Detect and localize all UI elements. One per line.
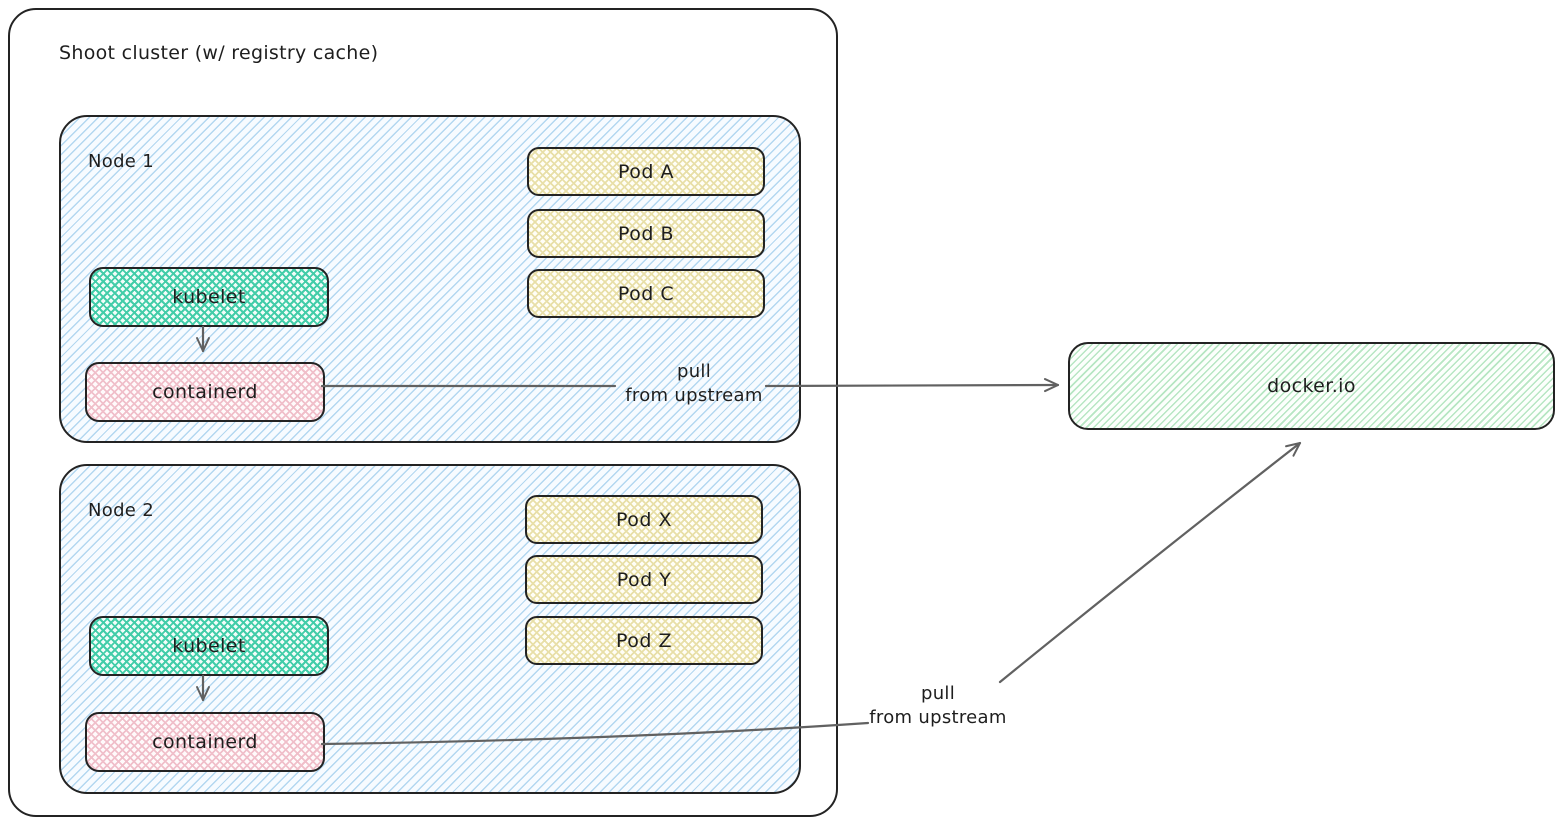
- node-2-pod-x: Pod X: [525, 495, 763, 544]
- node-2-pod-z: Pod Z: [525, 616, 763, 665]
- node-2-label: Node 2: [88, 500, 154, 521]
- node-1-kubelet-box: kubelet: [89, 267, 329, 327]
- registry-docker-io-box: docker.io: [1068, 342, 1555, 430]
- node-1-pod-b: Pod B: [527, 209, 765, 258]
- node-2-containerd-box: containerd: [85, 712, 325, 772]
- node-2-box: Node 2 kubelet containerd Pod X Pod Y Po…: [59, 464, 801, 794]
- edge-label-node1-pull: pull from upstream: [625, 361, 763, 406]
- shoot-cluster-box: Shoot cluster (w/ registry cache) Node 1…: [8, 8, 838, 817]
- node-1-box: Node 1 kubelet containerd Pod A Pod B Po…: [59, 115, 801, 443]
- cluster-title: Shoot cluster (w/ registry cache): [59, 42, 379, 64]
- node-1-pod-a: Pod A: [527, 147, 765, 196]
- node-1-pod-c: Pod C: [527, 269, 765, 318]
- edge-label-node2-pull: pull from upstream: [869, 683, 1007, 728]
- edge-node2-containerd-registry-b: [998, 441, 1302, 684]
- node-1-label: Node 1: [88, 151, 154, 172]
- node-1-containerd-box: containerd: [85, 362, 325, 422]
- node-2-pod-y: Pod Y: [525, 555, 763, 604]
- node-2-kubelet-box: kubelet: [89, 616, 329, 676]
